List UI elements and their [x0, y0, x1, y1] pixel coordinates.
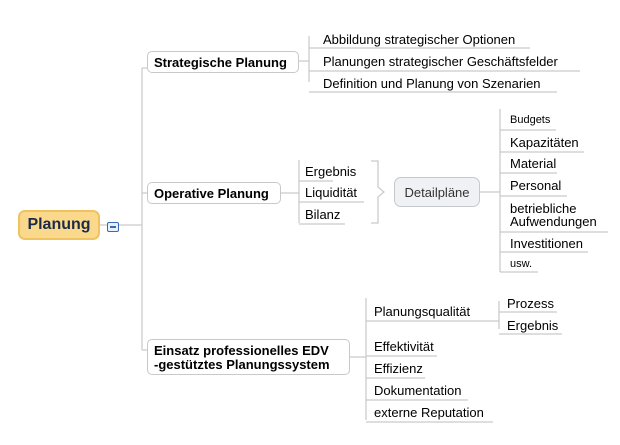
- leaf-effizienz[interactable]: Effizienz: [374, 361, 423, 376]
- leaf-betriebliche-aufwendungen[interactable]: betriebliche Aufwendungen: [510, 201, 597, 229]
- leaf-kapazitaeten[interactable]: Kapazitäten: [510, 135, 579, 150]
- leaf-personal[interactable]: Personal: [510, 178, 562, 193]
- leaf-bilanz[interactable]: Bilanz: [305, 207, 341, 222]
- collapse-toggle-icon[interactable]: [107, 222, 119, 232]
- leaf-planungen-strategischer-geschaeftsfelder[interactable]: Planungen strategischer Geschäftsfelder: [323, 54, 558, 69]
- leaf-planungsqualitaet[interactable]: Planungsqualität: [374, 304, 471, 319]
- leaf-prozess[interactable]: Prozess: [507, 296, 554, 311]
- leaf-budgets[interactable]: Budgets: [510, 114, 551, 126]
- leaf-ergebnis[interactable]: Ergebnis: [305, 164, 357, 179]
- leaf-definition-und-planung-von-szenarien[interactable]: Definition und Planung von Szenarien: [323, 76, 541, 91]
- leaf-dokumentation[interactable]: Dokumentation: [374, 383, 462, 398]
- leaf-effektivitaet[interactable]: Effektivität: [374, 339, 434, 354]
- leaf-material[interactable]: Material: [510, 156, 557, 171]
- branch-strategische-planung[interactable]: Strategische Planung: [147, 51, 299, 73]
- root-node[interactable]: Planung: [18, 210, 100, 240]
- leaf-usw[interactable]: usw.: [510, 258, 533, 270]
- branch-edv-planungssystem[interactable]: Einsatz professionelles EDV -gestütztes …: [147, 339, 350, 375]
- detailplaene-node[interactable]: Detailpläne: [394, 177, 480, 207]
- leaf-investitionen[interactable]: Investitionen: [510, 236, 583, 251]
- leaf-ergebnis-qualitaet[interactable]: Ergebnis: [507, 318, 559, 333]
- branch-operative-planung[interactable]: Operative Planung: [147, 182, 281, 204]
- leaf-liquiditaet[interactable]: Liquidität: [305, 185, 358, 200]
- leaf-externe-reputation[interactable]: externe Reputation: [374, 405, 484, 420]
- leaf-abbildung-strategischer-optionen[interactable]: Abbildung strategischer Optionen: [323, 32, 516, 47]
